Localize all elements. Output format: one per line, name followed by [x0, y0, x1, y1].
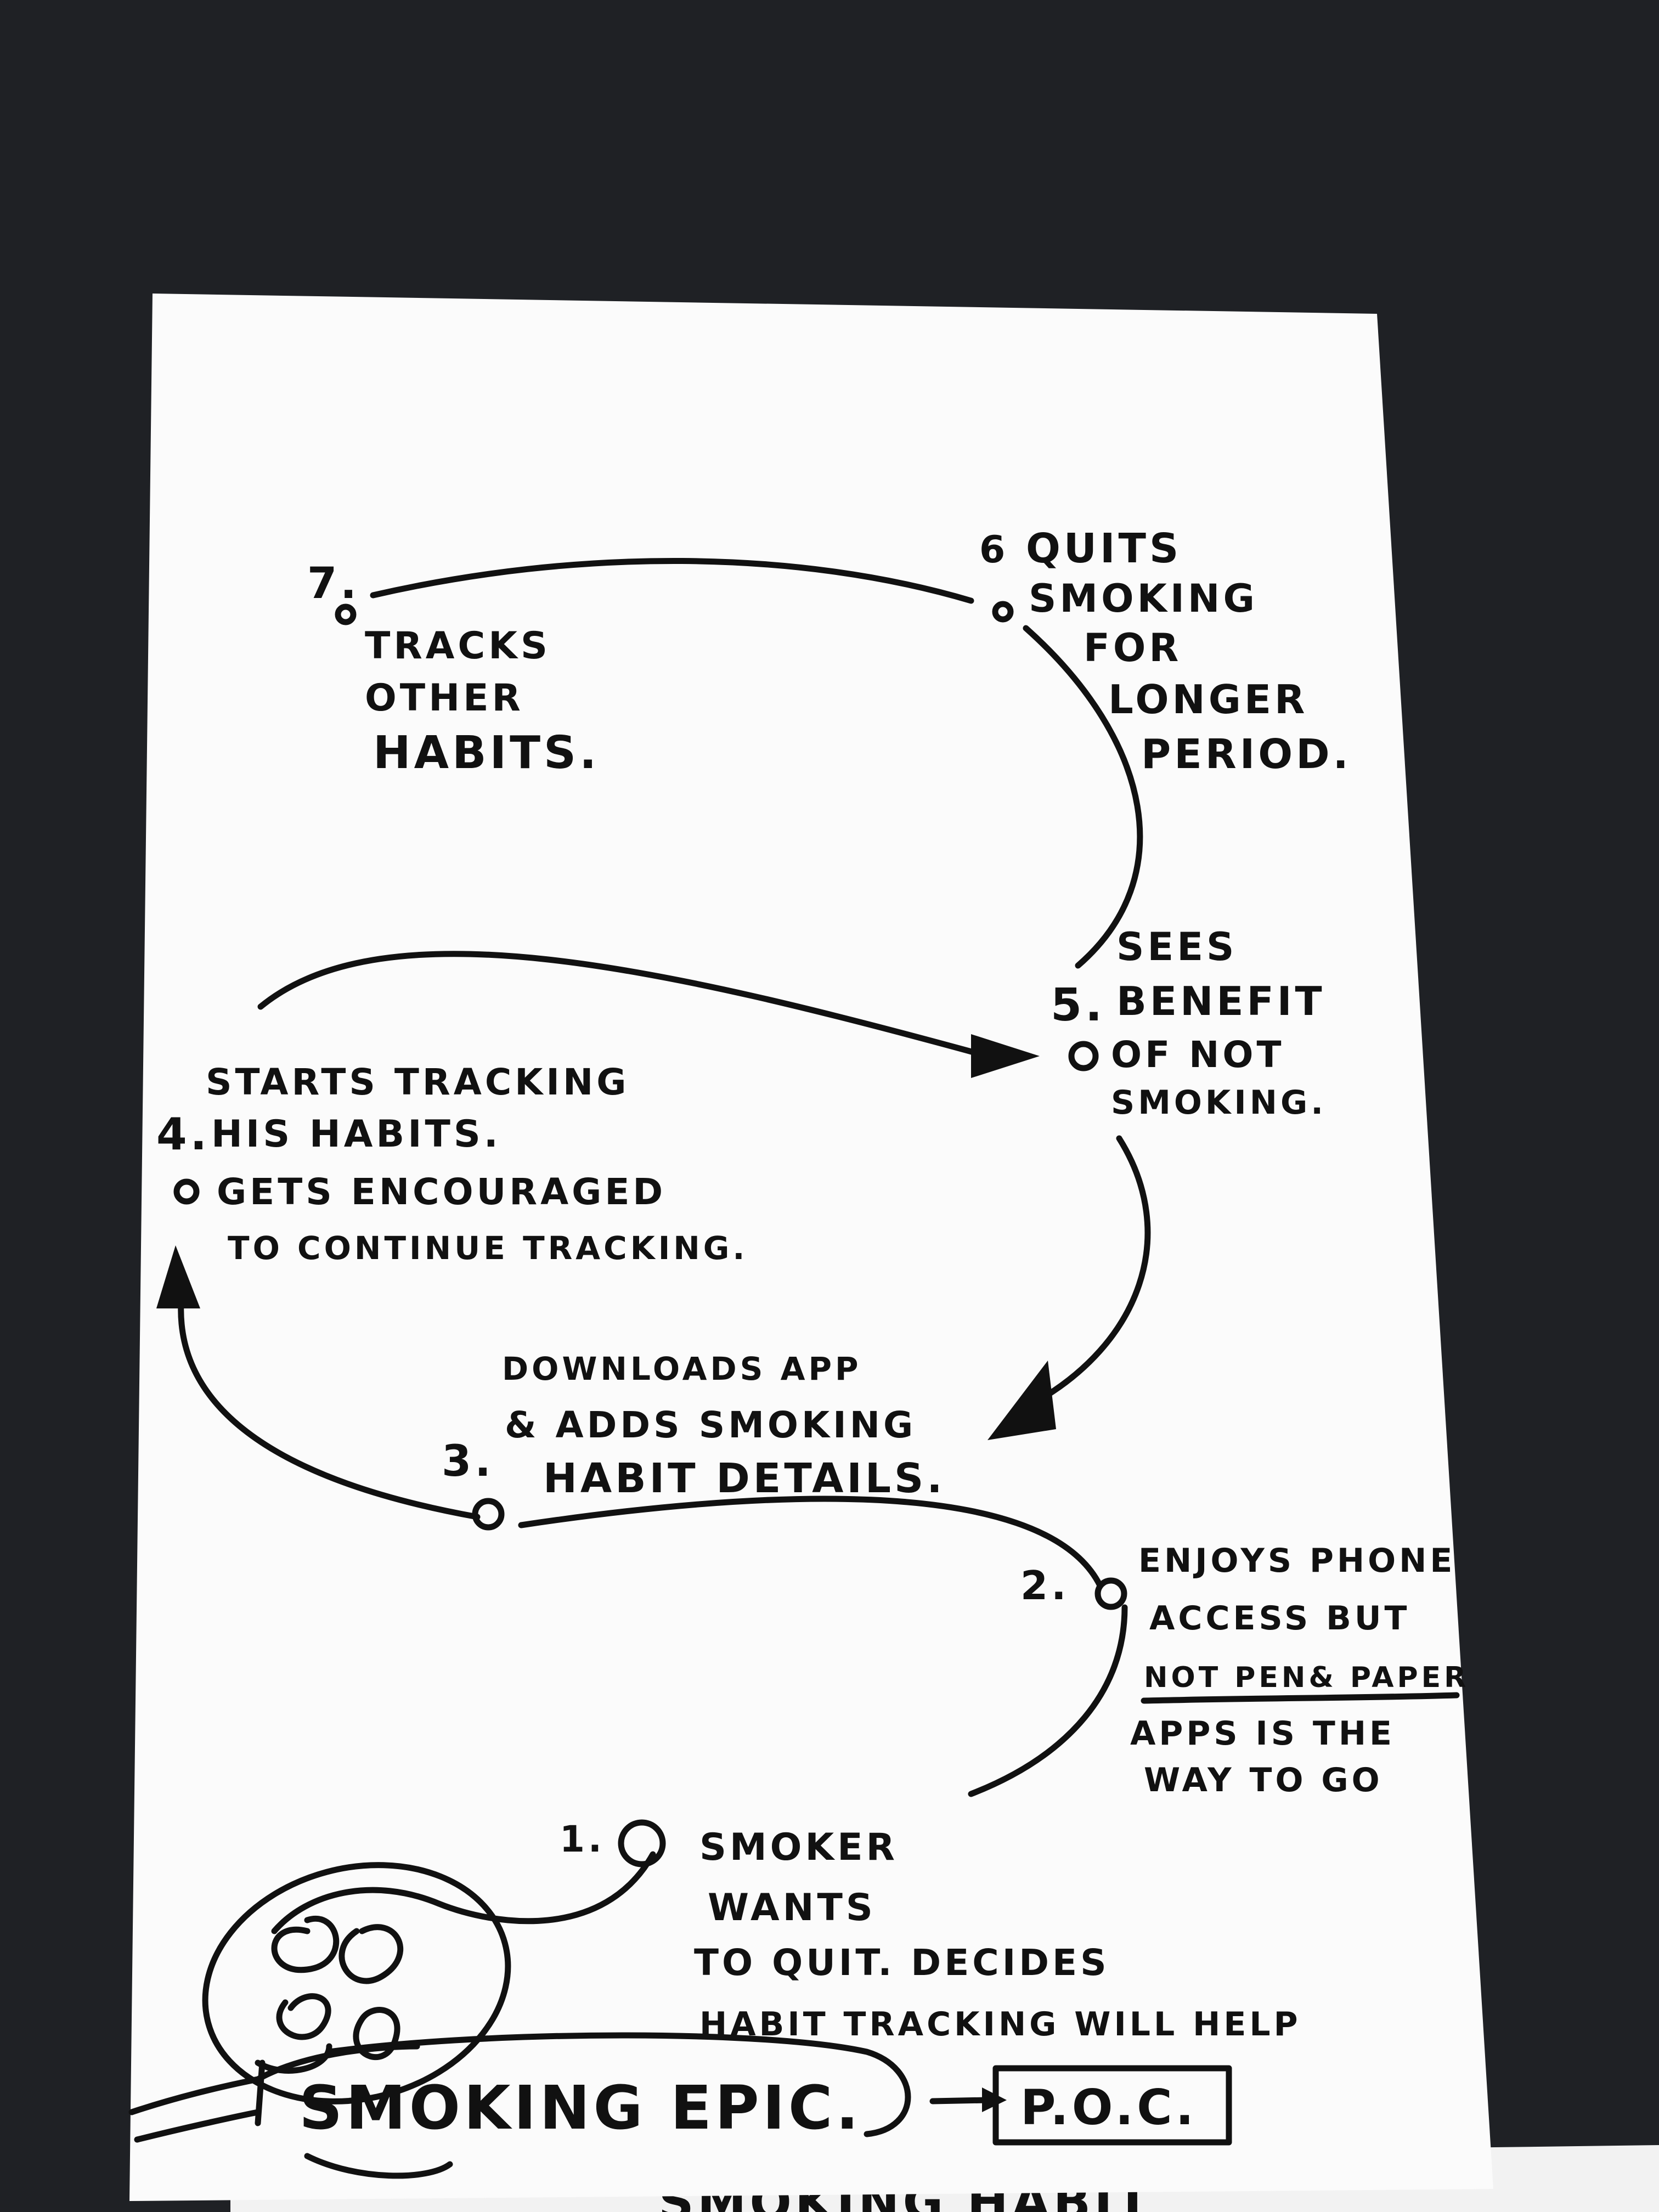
arrowhead-4 — [156, 1245, 200, 1308]
step-1-number: 1. — [560, 1818, 605, 1860]
step-2-line-4: APPS IS THE — [1130, 1714, 1395, 1753]
step-6: 6 QUITS SMOKING FOR LONGER PERIOD. — [979, 525, 1352, 778]
step-5-line-2: BENEFIT — [1116, 978, 1325, 1024]
journey-path — [156, 558, 1151, 1934]
step-5-line-1: SEES — [1116, 924, 1237, 969]
step-3-line-3: HABIT DETAILS. — [543, 1455, 945, 1502]
paper-sheet — [129, 294, 1493, 2201]
connector-6-5 — [1023, 625, 1143, 969]
step-3-number: 3. — [442, 1437, 494, 1486]
connector-7-6 — [370, 558, 974, 604]
step-3: DOWNLOADS APP 3. & ADDS SMOKING HABIT DE… — [442, 1350, 945, 1502]
step-4-line-1: STARTS TRACKING — [206, 1061, 629, 1103]
step-5-line-3: OF NOT — [1111, 1034, 1285, 1076]
step-2-number: 2. — [1020, 1562, 1069, 1609]
step-1-line-2: WANTS — [708, 1886, 876, 1929]
step-2: 2. ENJOYS PHONE ACCESS BUT NOT PEN& PAPE… — [1020, 1542, 1469, 1799]
connector-3-4 — [178, 1300, 481, 1520]
arrow-to-poc — [929, 2097, 991, 2104]
cigarette — [255, 2059, 266, 2126]
step-2-underline — [1141, 1692, 1460, 1704]
step-4-number: 4. — [156, 1109, 210, 1160]
step-5-line-4: SMOKING. — [1111, 1084, 1327, 1122]
step-6-line-3: FOR — [1084, 625, 1182, 670]
step-7-number: 7. — [307, 559, 360, 608]
step-2-line-5: WAY TO GO — [1144, 1761, 1383, 1799]
arrowhead-5 — [971, 1034, 1040, 1078]
step-1-line-1: SMOKER — [699, 1826, 898, 1869]
step-5-number: 5. — [1051, 979, 1105, 1031]
step-6-line-2: SMOKING — [1029, 576, 1258, 621]
step-6-line-5: PERIOD. — [1141, 731, 1352, 778]
smoker-head-outline — [202, 1862, 511, 2104]
step-4-line-2: HIS HABITS. — [211, 1113, 501, 1156]
step-2-line-2: ACCESS BUT — [1149, 1599, 1410, 1638]
connector-3-2 — [518, 1496, 1103, 1589]
step-2-line-1: ENJOYS PHONE — [1138, 1542, 1455, 1580]
marker-7 — [335, 603, 357, 625]
step-5: SEES 5. BENEFIT OF NOT SMOKING. — [1051, 924, 1327, 1122]
step-3-line-1: DOWNLOADS APP — [502, 1350, 862, 1387]
step-4: STARTS TRACKING 4. HIS HABITS. GETS ENCO… — [156, 1061, 748, 1267]
connector-5-3 — [1028, 1135, 1151, 1408]
marker-5 — [1068, 1041, 1099, 1071]
poc-label: P.O.C. — [1020, 2079, 1197, 2136]
connector-4-5 — [257, 951, 991, 1059]
marker-4 — [173, 1178, 200, 1205]
step-7-line-3: HABITS. — [373, 727, 600, 779]
smoke-curls — [255, 1916, 404, 2074]
marker-6 — [992, 601, 1014, 623]
title-block: SMOKING EPIC. P.O.C. — [299, 2032, 1232, 2146]
step-1: 1. SMOKER WANTS TO QUIT. DECIDES HABIT T… — [560, 1818, 1301, 2044]
marker-1 — [618, 1819, 666, 1867]
step-7-line-2: OTHER — [365, 676, 524, 720]
poc-box — [992, 2065, 1232, 2146]
step-1-line-4: HABIT TRACKING WILL HELP — [699, 2005, 1301, 2044]
step-2-line-3: NOT PEN& PAPER — [1144, 1661, 1469, 1694]
step-4-line-3: GETS ENCOURAGED — [217, 1171, 666, 1213]
step-7-line-1: TRACKS — [365, 624, 551, 668]
step-1-line-3: TO QUIT. DECIDES — [694, 1942, 1110, 1984]
step-6-line-4: LONGER — [1108, 676, 1308, 723]
title-bracket — [326, 2032, 911, 2137]
arrowhead-3 — [988, 1361, 1056, 1440]
marker-3 — [472, 1498, 505, 1531]
step-7: 7. TRACKS OTHER HABITS. — [307, 559, 600, 779]
step-4-line-4: TO CONTINUE TRACKING. — [228, 1229, 748, 1267]
step-6-line-1: QUITS — [1026, 525, 1182, 572]
step-6-number: 6 — [979, 528, 1008, 572]
connector-2-1 — [968, 1604, 1128, 1797]
connector-1-head — [271, 1851, 656, 1934]
marker-2 — [1094, 1577, 1127, 1610]
step-markers — [173, 601, 1127, 1867]
page-title: SMOKING EPIC. — [299, 2073, 862, 2143]
title-underline — [304, 2153, 453, 2179]
step-3-line-2: & ADDS SMOKING — [505, 1404, 916, 1446]
